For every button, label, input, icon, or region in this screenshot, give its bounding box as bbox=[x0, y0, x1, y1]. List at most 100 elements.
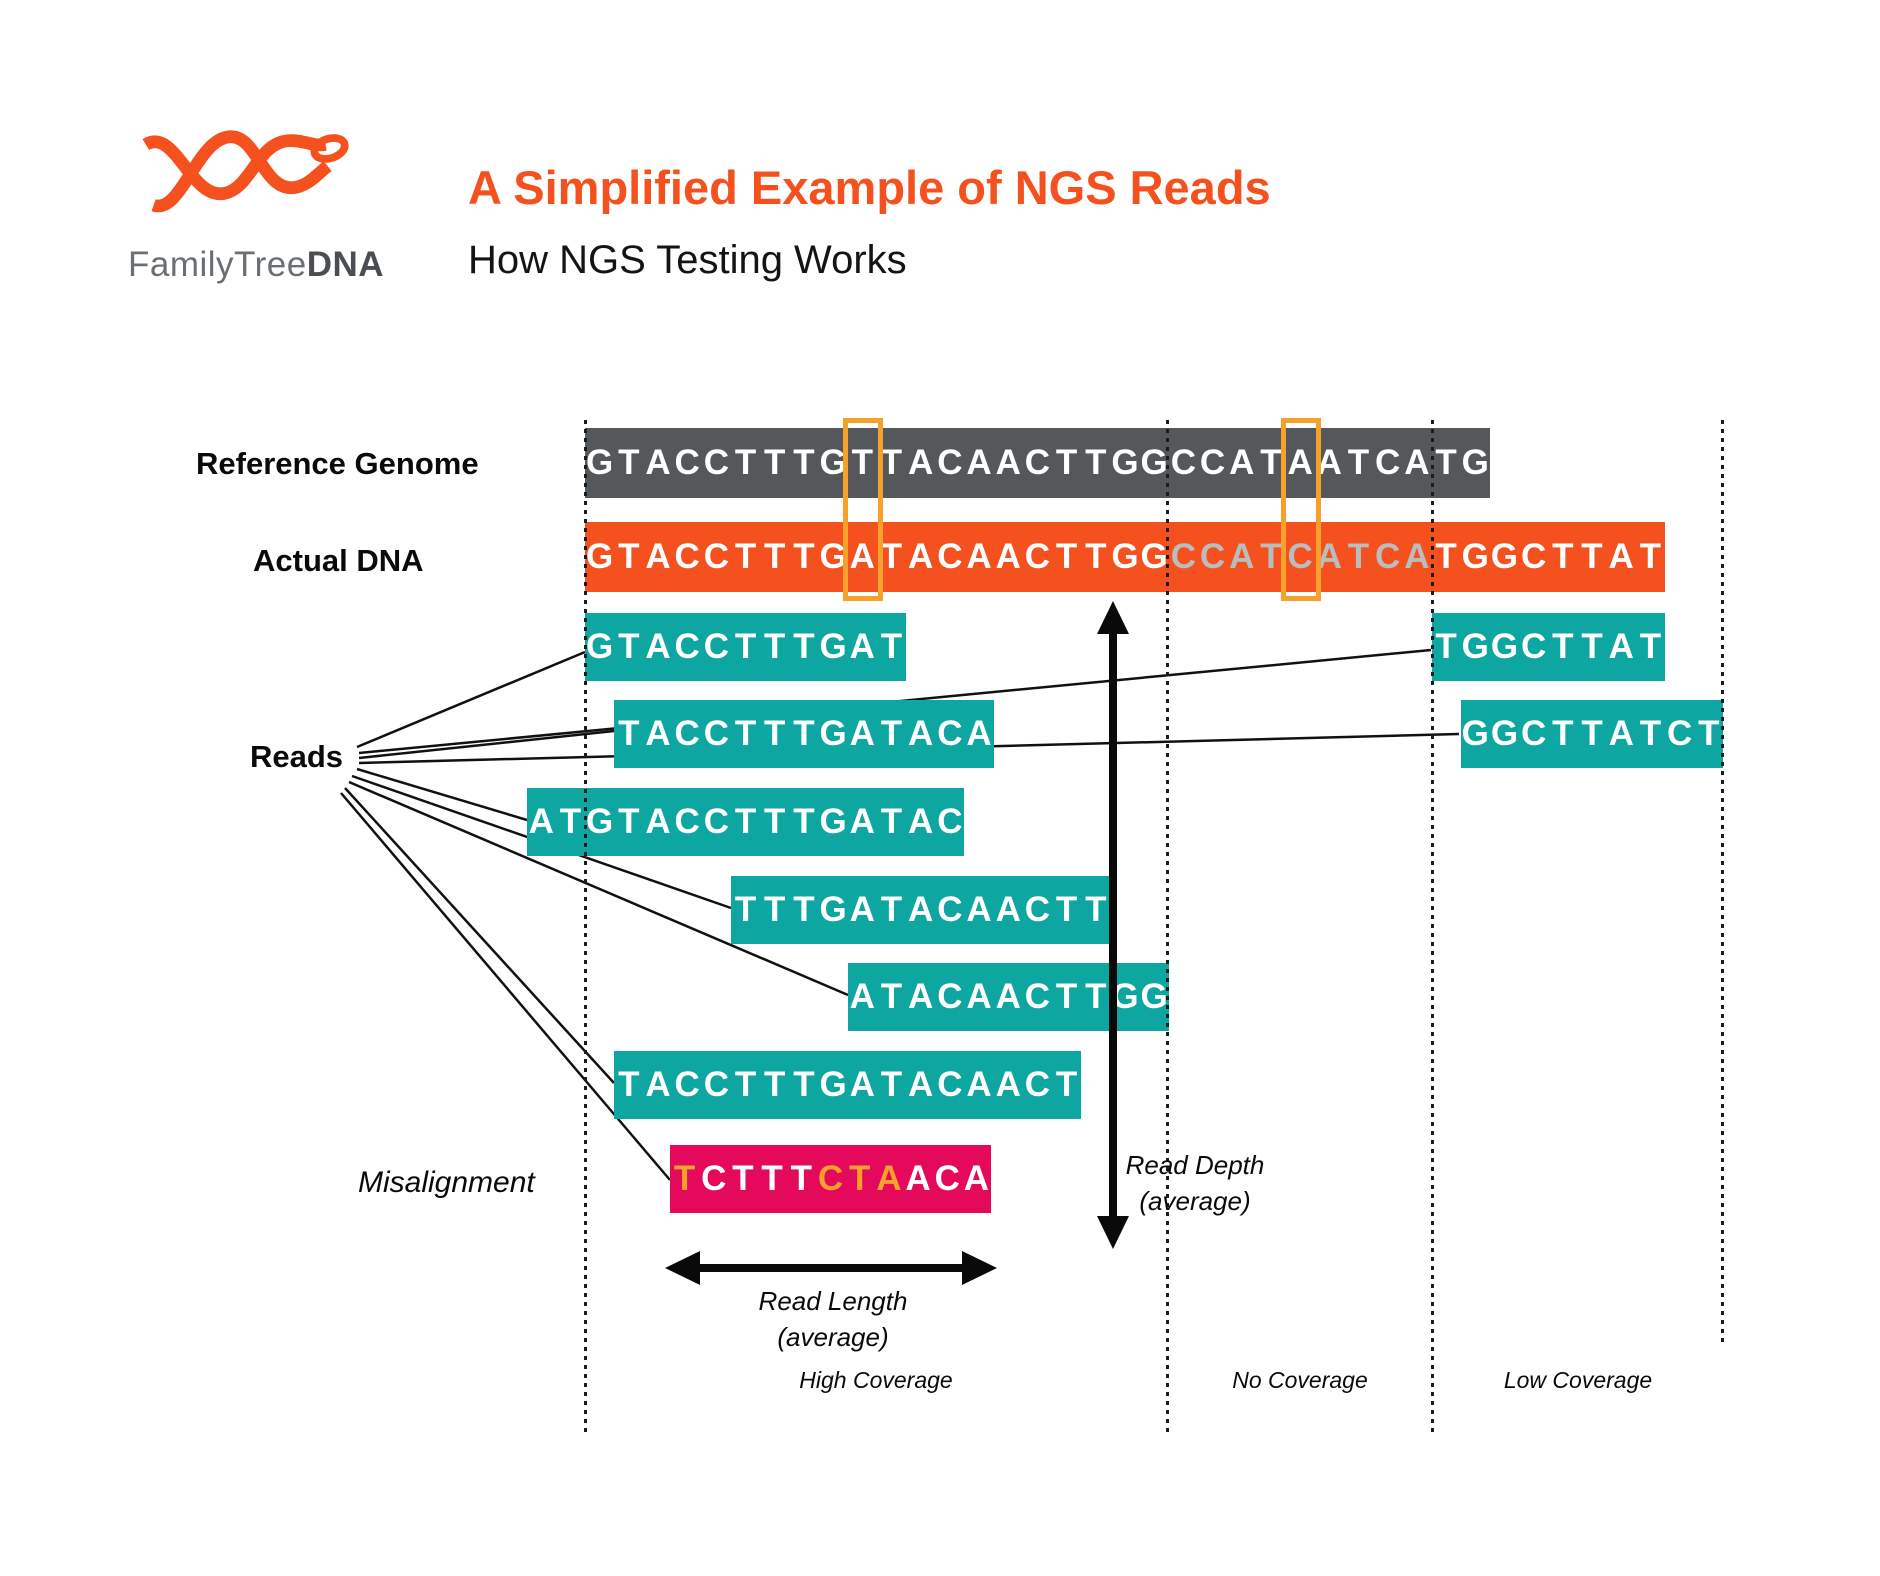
base-letter: T bbox=[880, 627, 903, 666]
base-letter: C bbox=[1024, 537, 1051, 576]
base-letter: A bbox=[1404, 537, 1430, 576]
base-letter: A bbox=[966, 443, 992, 482]
base-letter: T bbox=[1581, 537, 1603, 576]
base-letter: C bbox=[1521, 627, 1547, 666]
base-letter: A bbox=[645, 1065, 671, 1104]
base-letter: C bbox=[701, 1159, 727, 1198]
base-letter: T bbox=[618, 1065, 640, 1104]
base-letter: T bbox=[880, 443, 903, 482]
base-letter: G bbox=[1111, 537, 1139, 576]
base-letter: G bbox=[1140, 537, 1168, 576]
misalignment-label: Misalignment bbox=[358, 1166, 535, 1199]
base-letter: C bbox=[1024, 977, 1051, 1016]
base-letter: A bbox=[908, 977, 934, 1016]
base-letter: C bbox=[703, 627, 729, 666]
actual-dna-label: Actual DNA bbox=[253, 543, 424, 578]
base-letter: A bbox=[849, 802, 875, 841]
base-letter: T bbox=[734, 890, 757, 929]
base-letter: T bbox=[764, 714, 786, 753]
base-letter: G bbox=[585, 802, 614, 841]
base-letter: G bbox=[585, 537, 614, 576]
base-letter: C bbox=[674, 627, 700, 666]
base-letter: A bbox=[645, 443, 671, 482]
base-letter: A bbox=[1316, 537, 1342, 576]
base-letter: T bbox=[764, 627, 786, 666]
base-letter: T bbox=[793, 714, 815, 753]
reads-label: Reads bbox=[250, 739, 344, 774]
base-letter: G bbox=[819, 714, 847, 753]
base-letter: T bbox=[1347, 537, 1370, 576]
base-letter: A bbox=[966, 890, 992, 929]
base-letter: A bbox=[645, 802, 671, 841]
high-coverage-label: High Coverage bbox=[799, 1367, 953, 1393]
base-letter: T bbox=[734, 627, 757, 666]
base-letter: T bbox=[1435, 537, 1457, 576]
base-letter: C bbox=[1520, 537, 1547, 576]
base-letter: T bbox=[851, 443, 873, 482]
base-letter: G bbox=[1461, 627, 1489, 666]
base-letter: G bbox=[819, 1065, 847, 1104]
base-letter: G bbox=[1461, 714, 1489, 753]
base-letter: T bbox=[1581, 714, 1603, 753]
base-letter: A bbox=[995, 890, 1021, 929]
base-letter: A bbox=[995, 1065, 1021, 1104]
base-letter: T bbox=[764, 890, 786, 929]
base-letter: C bbox=[1170, 443, 1196, 482]
coverage-separator-line bbox=[584, 420, 587, 1432]
base-letter: T bbox=[1085, 443, 1107, 482]
base-letter: C bbox=[1666, 714, 1693, 753]
base-letter: T bbox=[880, 802, 903, 841]
base-letter: C bbox=[937, 1065, 963, 1104]
base-letter: C bbox=[1521, 714, 1547, 753]
base-letter: T bbox=[880, 537, 903, 576]
coverage-separator-line bbox=[1721, 420, 1724, 1345]
base-letter: G bbox=[819, 802, 847, 841]
base-letter: T bbox=[761, 1159, 783, 1198]
base-letter: C bbox=[1375, 537, 1401, 576]
base-letter: A bbox=[876, 1159, 902, 1198]
base-letter: T bbox=[793, 802, 815, 841]
read-depth-line1: Read Depth bbox=[1125, 1150, 1265, 1180]
base-letter: A bbox=[849, 890, 875, 929]
base-letter: T bbox=[880, 890, 903, 929]
base-letter: T bbox=[793, 1065, 815, 1104]
base-letter: T bbox=[790, 1159, 812, 1198]
base-letter: C bbox=[1024, 890, 1051, 929]
base-letter: T bbox=[673, 1159, 696, 1198]
base-letter: T bbox=[793, 443, 815, 482]
base-letter: T bbox=[1552, 627, 1574, 666]
base-letter: C bbox=[703, 714, 729, 753]
base-letter: T bbox=[793, 537, 815, 576]
base-letter: A bbox=[1316, 443, 1342, 482]
base-letter: T bbox=[1055, 890, 1078, 929]
base-letter: T bbox=[880, 977, 903, 1016]
base-letter: T bbox=[618, 714, 640, 753]
base-letter: A bbox=[849, 977, 875, 1016]
base-letter: T bbox=[734, 537, 757, 576]
base-letter: C bbox=[1375, 443, 1401, 482]
base-letter: T bbox=[732, 1159, 754, 1198]
low-coverage-label: Low Coverage bbox=[1503, 1367, 1653, 1393]
page-title: A Simplified Example of NGS Reads bbox=[468, 161, 1271, 214]
base-letter: C bbox=[937, 443, 963, 482]
base-letter: C bbox=[1199, 537, 1226, 576]
base-letter: T bbox=[1698, 714, 1720, 753]
base-letter: A bbox=[1608, 537, 1634, 576]
base-letter: A bbox=[645, 714, 671, 753]
base-letter: G bbox=[1490, 537, 1519, 576]
base-letter: T bbox=[764, 537, 786, 576]
base-letter: T bbox=[1260, 537, 1282, 576]
base-letter: G bbox=[585, 443, 614, 482]
base-letter: G bbox=[1461, 537, 1489, 576]
base-letter: T bbox=[764, 802, 786, 841]
base-letter: T bbox=[880, 1065, 903, 1104]
base-letter: A bbox=[645, 537, 671, 576]
base-letter: A bbox=[966, 977, 992, 1016]
base-letter: T bbox=[793, 627, 815, 666]
